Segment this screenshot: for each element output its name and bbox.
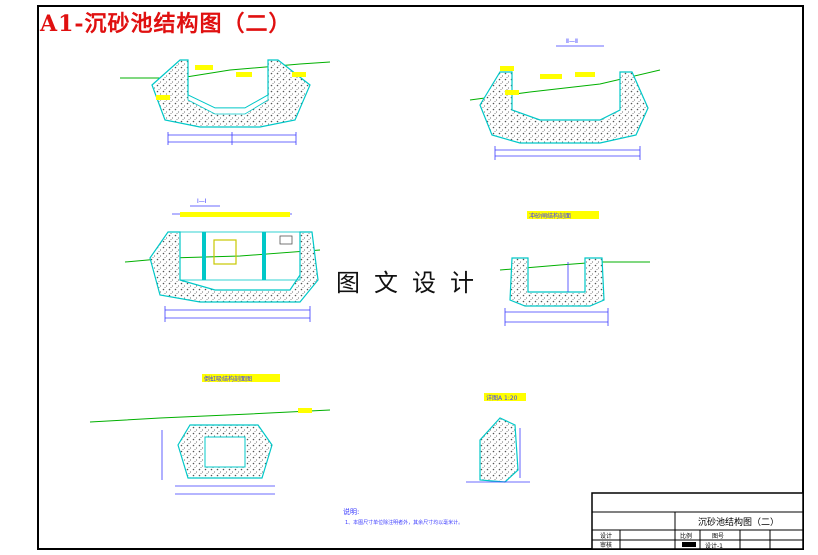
- view-c-label: Ⅰ—Ⅰ: [197, 198, 207, 205]
- view-b-label: Ⅱ—Ⅱ: [566, 38, 578, 45]
- title-block-check-label: 审核: [600, 541, 612, 549]
- sheet-border: [37, 5, 804, 550]
- drawing-header-title: A1-沉砂池结构图（二）: [40, 11, 292, 37]
- title-block-scale-label: 比例: [680, 532, 692, 540]
- view-a-section: [120, 59, 331, 145]
- notes-line-1: 1、本图尺寸单位除注明者外，其余尺寸均以毫米计。: [345, 519, 463, 526]
- notes-heading: 说明:: [343, 507, 359, 516]
- view-e-section: 倒虹吸结构剖面图: [89, 374, 331, 495]
- view-f-label: 详图A 1:20: [486, 394, 518, 402]
- title-block-drawing-title: 沉砂池结构图（二）: [698, 516, 779, 528]
- watermark-text: 图文设计: [336, 263, 488, 298]
- title-block-design-label: 设计: [600, 532, 612, 540]
- view-e-label: 倒虹吸结构剖面图: [204, 375, 252, 383]
- view-d-label: 冲砂闸结构剖面: [529, 212, 571, 220]
- title-block-drawing-no: 设计-1: [705, 542, 723, 550]
- view-b-section: Ⅱ—Ⅱ: [469, 38, 661, 160]
- view-d-section: 冲砂闸结构剖面: [499, 211, 650, 326]
- title-block: 沉砂池结构图（二） 设计 审核 比例 图号 设计-1: [591, 492, 804, 550]
- title-block-sheet-label: 图号: [712, 533, 724, 540]
- view-c-section: Ⅰ—Ⅰ: [124, 198, 321, 322]
- view-f-detail: 详图A 1:20: [466, 393, 530, 483]
